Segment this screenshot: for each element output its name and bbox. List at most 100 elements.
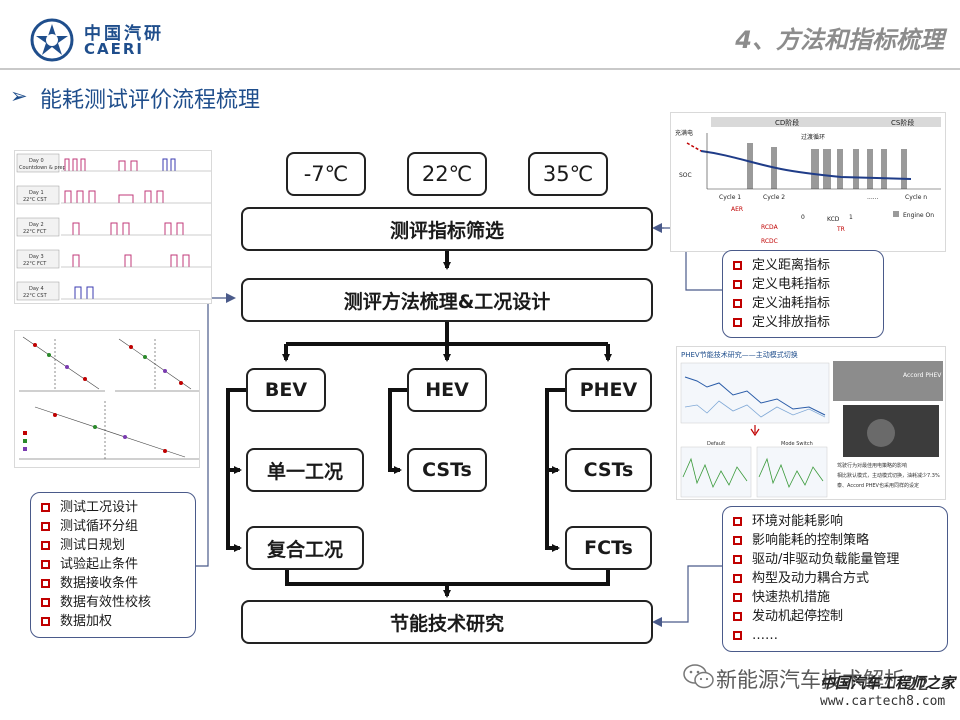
note-item: 快速热机措施 [733, 588, 937, 607]
note-item: 数据加权 [41, 612, 185, 631]
energy-tech-research-box: 节能技术研究 [241, 600, 653, 644]
logo-chinese-text: 中国汽研 [84, 24, 164, 44]
note-text: 数据接收条件 [60, 576, 139, 591]
note-text: 快速热机措施 [752, 590, 831, 605]
checkbox-icon [41, 503, 50, 512]
bev-box: BEV [246, 368, 326, 412]
wechat-icon [683, 664, 714, 689]
note-item: 测试日规划 [41, 536, 185, 555]
note-item: 环境对能耗影响 [733, 512, 937, 531]
checkbox-icon [41, 617, 50, 626]
header-divider [0, 68, 960, 70]
checkbox-icon [41, 598, 50, 607]
note-item: 定义电耗指标 [733, 275, 873, 294]
soc-axis-label: SOC [679, 172, 692, 179]
note-item: 试验起止条件 [41, 555, 185, 574]
note-text: 环境对能耗影响 [752, 514, 844, 529]
schedule-day1: Day 1 [29, 190, 44, 196]
note-text: 影响能耗的控制策略 [752, 533, 870, 548]
note-item: 定义油耗指标 [733, 294, 873, 313]
section-title: 能耗测试评价流程梳理 [40, 88, 261, 113]
note-item: 发动机起停控制 [733, 607, 937, 626]
soc-aer-label: AER [731, 206, 743, 213]
checkbox-icon [733, 280, 742, 289]
energy-tech-note: 环境对能耗影响 影响能耗的控制策略 驱动/非驱动负载能量管理 构型及动力耦合方式… [722, 506, 948, 652]
note-text: 测试循环分组 [60, 519, 139, 534]
soc-one-label: 1 [849, 214, 853, 221]
checkbox-icon [733, 593, 742, 602]
note-item: 影响能耗的控制策略 [733, 531, 937, 550]
phev-fcts-box: FCTs [565, 526, 652, 570]
page-number: 22 [906, 674, 929, 695]
checkbox-icon [733, 574, 742, 583]
checkbox-icon [733, 318, 742, 327]
note-text: 定义电耗指标 [752, 277, 831, 292]
schedule-day0-desc: Countdown & prep [19, 165, 66, 171]
note-item: 数据有效性校核 [41, 593, 185, 612]
hev-box: HEV [407, 368, 487, 412]
checkbox-icon [733, 612, 742, 621]
soc-cs-label: CS阶段 [891, 118, 914, 127]
note-text: 定义距离指标 [752, 258, 831, 273]
note-text: …… [752, 628, 778, 643]
single-cycle-box: 单一工况 [246, 448, 364, 492]
test-schedule-thumbnail: Day 0 Countdown & prep Day 1 22°C CST Da… [14, 150, 212, 304]
checkbox-icon [733, 261, 742, 270]
phev-mode-switch-thumbnail: PHEV节能技术研究——主动模式切换 Accord PHEV Default M… [676, 346, 946, 500]
soc-kcd-label: KCD [827, 216, 840, 223]
soc-rcda-label: RCDA [761, 224, 779, 231]
note-text: 数据有效性校核 [60, 595, 152, 610]
note-text: 数据加权 [60, 614, 113, 629]
schedule-day4: Day 4 [29, 286, 44, 292]
note-text: 定义油耗指标 [752, 296, 831, 311]
note-item: 定义距离指标 [733, 256, 873, 275]
method-design-box: 测评方法梳理&工况设计 [241, 278, 653, 322]
schedule-day4-desc: 22°C CST [23, 293, 48, 299]
checkbox-icon [41, 560, 50, 569]
soc-tr-label: TR [836, 226, 845, 233]
schedule-day3-desc: 22°C FCT [23, 261, 47, 267]
soc-transition-label: 过渡循环 [801, 133, 825, 141]
note-item: 驱动/非驱动负载能量管理 [733, 550, 937, 569]
phev-thumb-mode-label: Mode Switch [781, 441, 813, 447]
phev-thumb-bullet-1: 驾驶行为对最佳用电策略的影响 [837, 462, 907, 469]
hev-csts-box: CSTs [407, 448, 487, 492]
phev-thumb-car-label: Accord PHEV [903, 372, 942, 379]
soc-diagram-graphic: CD阶段 CS阶段 过渡循环 充满电 SOC Cycle 1 Cycle 2 C… [675, 117, 941, 245]
soc-diagram-thumbnail: CD阶段 CS阶段 过渡循环 充满电 SOC Cycle 1 Cycle 2 C… [670, 112, 946, 252]
note-item: 测试循环分组 [41, 517, 185, 536]
test-schedule-graphic: Day 0 Countdown & prep Day 1 22°C CST Da… [16, 153, 211, 301]
note-item: 定义排放指标 [733, 313, 873, 332]
note-text: 试验起止条件 [60, 557, 139, 572]
temp-minus7: -7℃ [286, 152, 366, 196]
temp-35: 35℃ [528, 152, 608, 196]
watermark-text: 新能源汽车技术解析 [716, 668, 905, 692]
section-arrow-icon: ➢ [10, 84, 28, 108]
phev-thumb-bullet-2: 相比默认模式，主动模式切换，油耗减少7.3% [837, 472, 940, 479]
caeri-logo-icon [30, 18, 74, 62]
checkbox-icon [733, 536, 742, 545]
note-item: 测试工况设计 [41, 498, 185, 517]
checkbox-icon [41, 541, 50, 550]
soc-zero-label: 0 [801, 214, 805, 221]
phev-thumb-bullet-3: 泰、Accord PHEV也采用同样的设定 [837, 482, 919, 489]
note-text: 测试日规划 [60, 538, 126, 553]
regression-plots-graphic [19, 336, 199, 460]
phev-thumb-title: PHEV节能技术研究——主动模式切换 [681, 350, 798, 359]
indicator-definitions-note: 定义距离指标 定义电耗指标 定义油耗指标 定义排放指标 [722, 250, 884, 338]
soc-charge-label: 充满电 [675, 129, 693, 137]
phev-thumb-default-label: Default [707, 441, 725, 447]
note-text: 构型及动力耦合方式 [752, 571, 870, 586]
schedule-day2-desc: 22°C FCT [23, 229, 47, 235]
soc-ellipsis-label: ...... [867, 194, 879, 201]
temp-22: 22℃ [407, 152, 487, 196]
soc-cd-label: CD阶段 [775, 118, 799, 127]
soc-cyclen-label: Cycle n [905, 194, 927, 201]
checkbox-icon [41, 522, 50, 531]
checkbox-icon [733, 299, 742, 308]
soc-rcdc-label: RCDC [761, 238, 778, 245]
phev-mode-switch-graphic: PHEV节能技术研究——主动模式切换 Accord PHEV Default M… [680, 350, 943, 498]
schedule-day0: Day 0 [29, 158, 44, 164]
soc-engine-on-label: Engine On [903, 212, 934, 219]
